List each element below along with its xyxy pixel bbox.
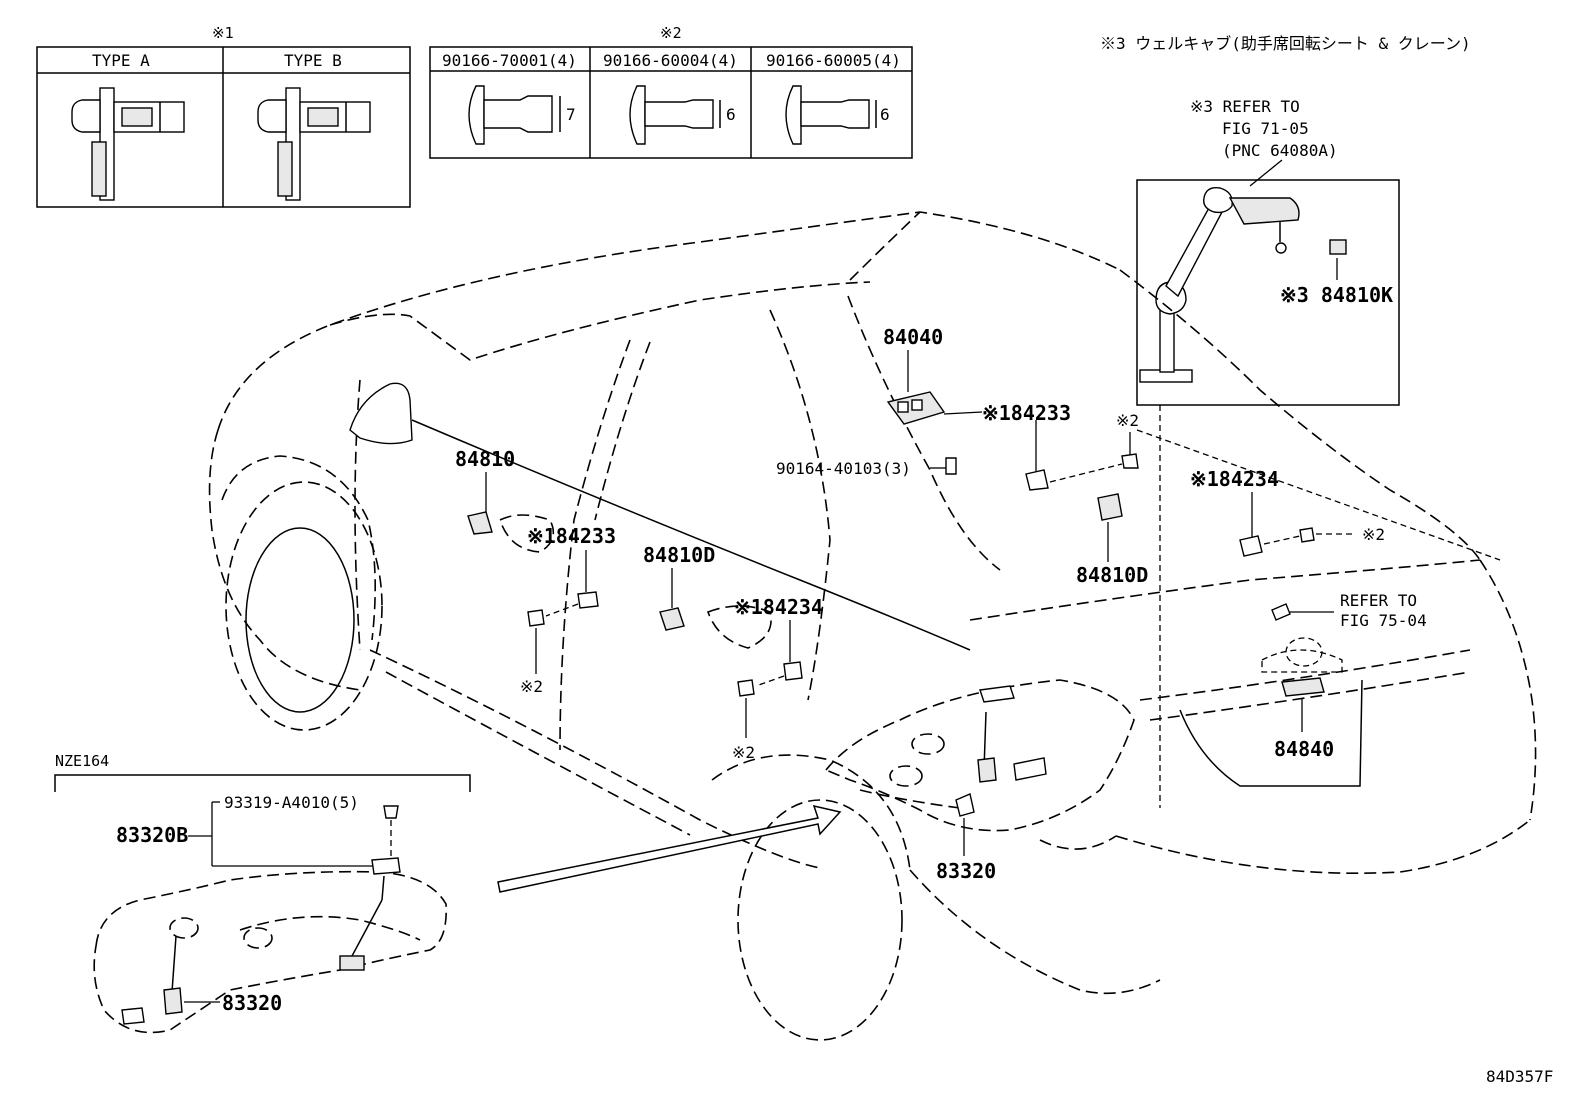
rear-door-handle: [706, 605, 772, 649]
label-84840: 84840: [1274, 737, 1334, 761]
crane-box-frame: [1136, 179, 1400, 406]
bolt-1-drawing: 7: [468, 85, 576, 145]
refer-rear-line1: REFER TO: [1340, 591, 1417, 610]
label-84810D-upper: 84810D: [1076, 563, 1148, 587]
part-84810D-lower: [659, 607, 685, 631]
part-83320-main: [955, 793, 975, 817]
refer-crane-line1: ※3 REFER TO: [1190, 97, 1300, 116]
front-door-parts: 84810 ※184233 ※2: [455, 447, 616, 696]
car-body-outline: [208, 211, 1537, 1041]
label-84233-lower: ※184233: [527, 524, 616, 548]
front-wheel: [225, 481, 383, 731]
bolt-col-3-part: 90166-60005(4): [766, 51, 901, 70]
bolt-col-2-part: 90166-60004(4): [603, 51, 738, 70]
upper-right-parts: ※2 84810D ※184234 ※2: [1025, 411, 1385, 587]
note-3-description: ※3 ウェルキャブ(助手席回転シート & クレーン): [1100, 34, 1471, 53]
part-84810-switch: [467, 511, 493, 535]
note-2-rear: ※2: [732, 743, 755, 762]
rear-garnish-switch: REFER TO FIG 75-04 84840: [1261, 591, 1427, 761]
type-b-header: TYPE B: [284, 51, 342, 70]
front-door-handle: [499, 514, 555, 553]
crane-reference: ※3 REFER TO FIG 71-05 (PNC 64080A) ※3 84…: [1136, 97, 1400, 406]
rear-wheel: [737, 799, 903, 1041]
nze164-inset: NZE164 93319-A4010(5) 83320B 83320: [54, 752, 471, 1034]
side-mirror: [349, 382, 413, 445]
label-83320-main: 83320: [936, 859, 996, 883]
bolt-col-1-part: 90166-70001(4): [442, 51, 577, 70]
bolt-3-dim: 6: [880, 105, 890, 124]
label-84810: 84810: [455, 447, 515, 471]
label-84810K: ※3 84810K: [1280, 283, 1393, 307]
part-83320-inset: [163, 987, 183, 1015]
bolt-2-drawing: 6: [629, 85, 736, 145]
bolt-table: ※2 90166-70001(4) 90166-60004(4) 90166-6…: [429, 24, 913, 159]
label-83320-inset: 83320: [222, 991, 282, 1015]
label-84234-upper: ※184234: [1190, 467, 1279, 491]
rear-door-parts: 84810D ※184234 ※2: [643, 543, 823, 762]
type-table: ※1 TYPE A TYPE B: [36, 24, 411, 208]
power-window-switch: 84040 ※184233 90164-40103(3): [776, 325, 1071, 478]
bolt-1-dim: 7: [566, 105, 576, 124]
label-84810D-lower: 84810D: [643, 543, 715, 567]
type-a-clip-drawing: [71, 87, 185, 201]
label-84040: 84040: [883, 325, 943, 349]
type-b-clip-drawing: [257, 87, 371, 201]
part-84840: [1281, 677, 1325, 697]
type-a-header: TYPE A: [92, 51, 150, 70]
refer-rear-line2: FIG 75-04: [1340, 611, 1427, 630]
part-84233-upper-clip: [1025, 469, 1049, 491]
note-2-right: ※2: [1362, 525, 1385, 544]
fuel-tank-main: 83320: [824, 679, 1135, 883]
label-83320B: 83320B: [116, 823, 188, 847]
label-90164: 90164-40103(3): [776, 459, 911, 478]
crane-drawing: [1139, 187, 1347, 383]
inset-arrow: [497, 804, 842, 893]
label-93319: 93319-A4010(5): [224, 793, 359, 812]
label-84233-upper: ※184233: [982, 401, 1071, 425]
note-2-upper: ※2: [1116, 411, 1139, 430]
refer-crane-line2: FIG 71-05: [1222, 119, 1309, 138]
inset-model-label: NZE164: [55, 752, 109, 770]
refer-crane-line3: (PNC 64080A): [1222, 141, 1338, 160]
note-2-marker: ※2: [660, 24, 682, 42]
note-2-front: ※2: [520, 677, 543, 696]
note-1-marker: ※1: [212, 24, 234, 42]
bolt-table-frame: [429, 46, 913, 159]
figure-code: 84D357F: [1486, 1067, 1553, 1086]
part-84810D-upper: [1097, 493, 1123, 521]
label-84234-lower: ※184234: [734, 595, 823, 619]
bolt-2-dim: 6: [726, 105, 736, 124]
bolt-3-drawing: 6: [785, 85, 890, 145]
